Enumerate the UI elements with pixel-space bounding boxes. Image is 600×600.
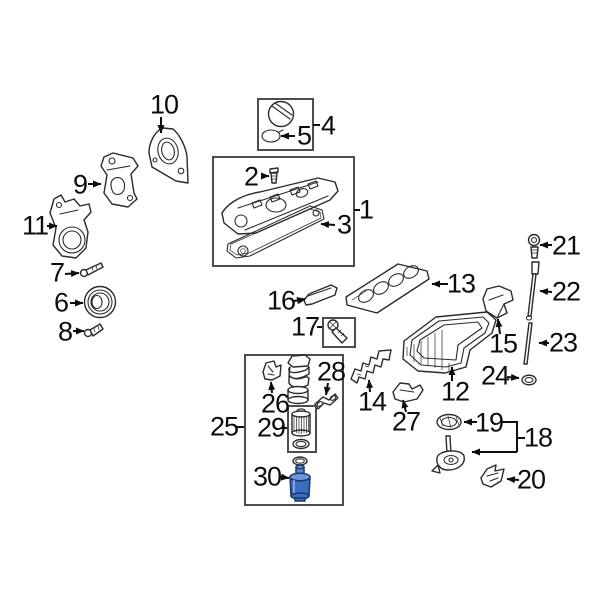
part-label-16[interactable]: 16 [266, 285, 296, 316]
oil-filter-cap-part-30-selected[interactable] [289, 464, 311, 502]
dipstick-tube-part-22 [525, 261, 540, 321]
part-label-12[interactable]: 12 [440, 376, 470, 407]
part-label-30[interactable]: 30 [252, 461, 282, 492]
part-label-23[interactable]: 23 [548, 327, 578, 358]
clip-part-28 [314, 393, 339, 410]
part-label-25[interactable]: 25 [209, 411, 239, 442]
plug-part-2 [269, 167, 279, 184]
oil-filter-housing [287, 354, 311, 405]
leader-lines [47, 117, 553, 484]
bolt-part-7 [79, 262, 104, 278]
part-label-22[interactable]: 22 [551, 276, 581, 307]
part-label-2[interactable]: 2 [243, 161, 259, 192]
bolt-part-8 [83, 323, 104, 338]
o-ring [292, 456, 308, 466]
filter-element-group-box-29 [287, 405, 317, 453]
part-label-8[interactable]: 8 [57, 316, 73, 347]
dipstick-handle-part-21 [527, 233, 541, 259]
seal-ring-part-24 [521, 374, 537, 386]
part-label-17[interactable]: 17 [290, 311, 320, 342]
bracket-part-27 [392, 382, 424, 403]
part-label-7[interactable]: 7 [49, 257, 65, 288]
oil-filler-cap-part-4 [267, 100, 295, 128]
oil-pan-gasket-part-13 [345, 263, 430, 314]
valve-cover-group-box [212, 156, 355, 267]
part-label-4[interactable]: 4 [320, 110, 336, 141]
bracket-part-20 [480, 464, 505, 488]
lower-timing-cover-part-11 [49, 194, 92, 259]
part-label-27[interactable]: 27 [391, 406, 421, 437]
part-label-11[interactable]: 11 [21, 210, 49, 241]
cap-seal-part-5 [261, 129, 284, 143]
part-label-10[interactable]: 10 [149, 89, 179, 120]
bracket-part-26 [262, 360, 282, 381]
part-label-1[interactable]: 1 [358, 194, 374, 225]
oil-pump-part-18 [431, 435, 465, 474]
crankshaft-pulley-part-6 [83, 285, 117, 319]
part-label-21[interactable]: 21 [551, 230, 581, 261]
part-label-5[interactable]: 5 [296, 120, 312, 151]
valve-cover-gasket-part-3 [226, 205, 325, 259]
oil-pan-part-12 [402, 311, 497, 374]
part-label-29[interactable]: 29 [256, 412, 286, 443]
sealant-tube-part-16 [298, 284, 338, 306]
upper-timing-cover-part-9 [100, 152, 139, 208]
oil-filter-group-box-25 [244, 354, 344, 506]
part-label-6[interactable]: 6 [53, 287, 69, 318]
part-label-26[interactable]: 26 [260, 388, 290, 419]
part-label-24[interactable]: 24 [480, 360, 510, 391]
part-label-19[interactable]: 19 [474, 407, 504, 438]
part-label-28[interactable]: 28 [316, 356, 346, 387]
dipstick-lower-tube-part-23 [523, 322, 533, 365]
plug-group-box-17 [322, 317, 356, 348]
part-label-14[interactable]: 14 [357, 386, 387, 417]
part-label-9[interactable]: 9 [72, 169, 88, 200]
timing-cover-gasket-part-10 [148, 127, 189, 184]
baffle-part-14 [350, 349, 392, 384]
part-label-20[interactable]: 20 [516, 464, 546, 495]
bracket-part-15 [482, 285, 514, 319]
part-label-15[interactable]: 15 [488, 328, 518, 359]
seal-ring-part-19 [436, 413, 462, 431]
valve-cover-part-1 [221, 177, 339, 235]
part-label-18[interactable]: 18 [523, 422, 553, 453]
part-label-3[interactable]: 3 [336, 209, 352, 240]
part-label-13[interactable]: 13 [446, 268, 476, 299]
